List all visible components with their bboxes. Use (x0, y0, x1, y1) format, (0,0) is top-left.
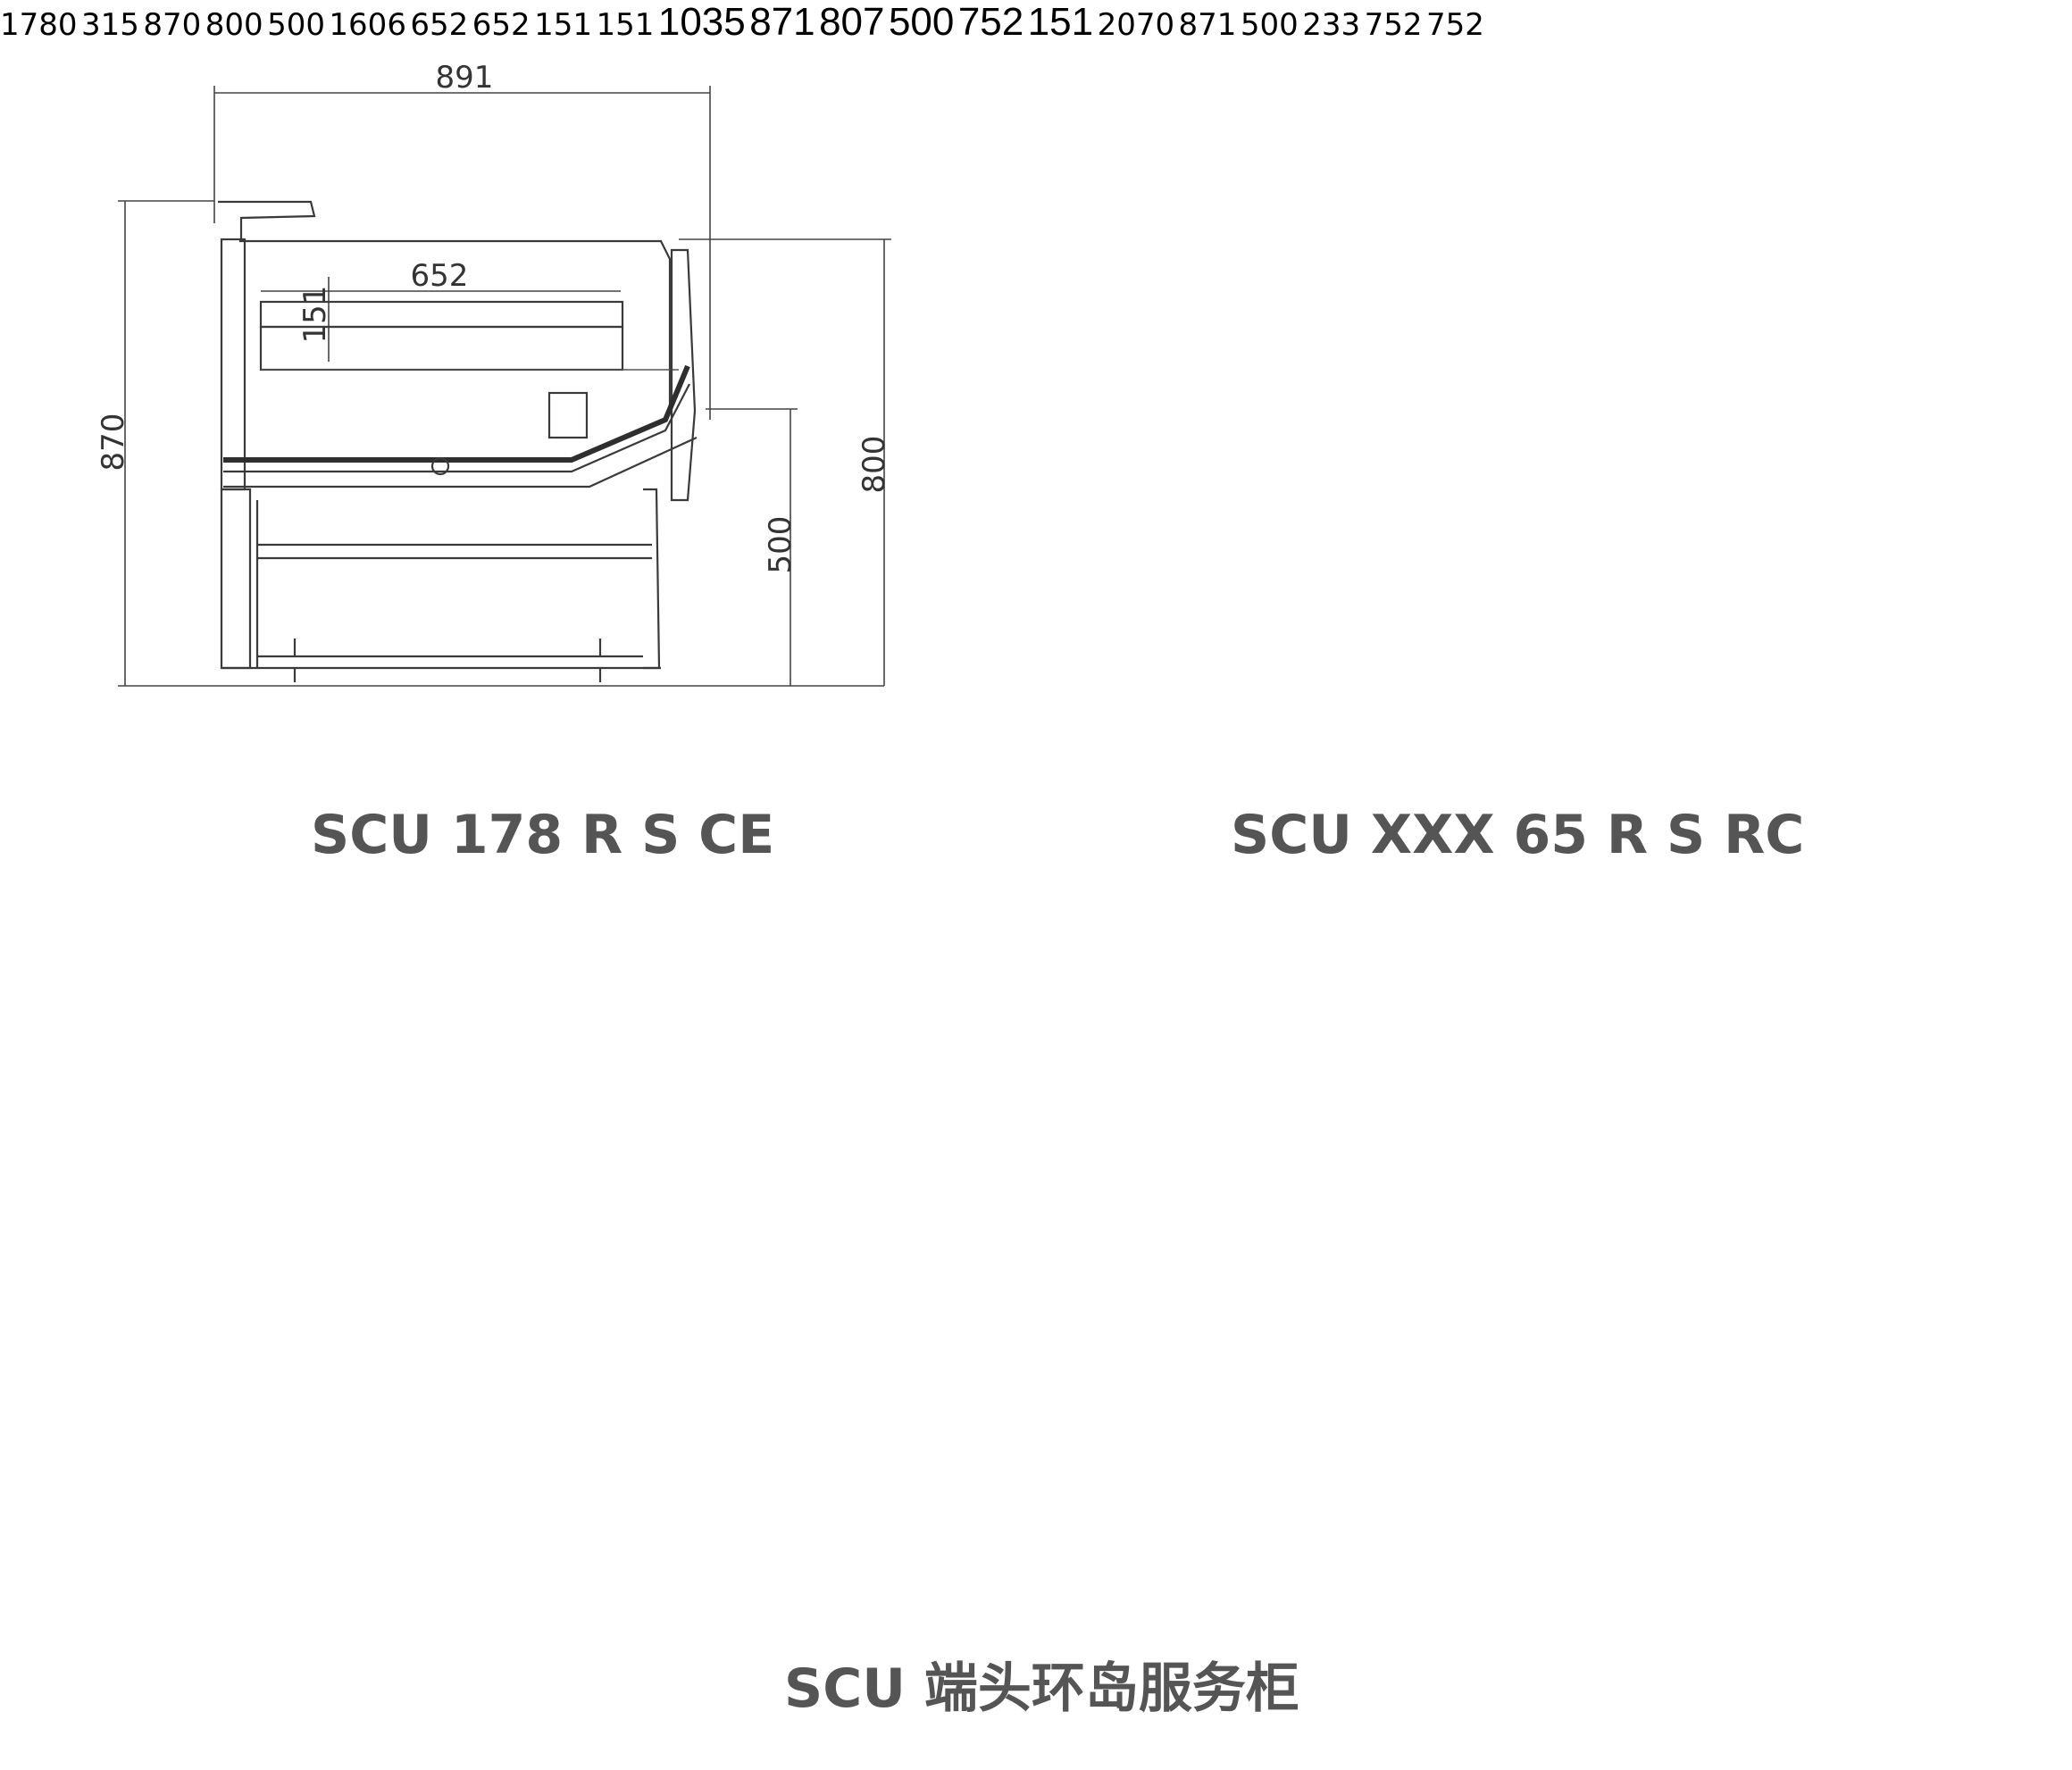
dim-label-counter: 500 (267, 7, 325, 43)
dim-label-height: 870 (96, 413, 131, 472)
dim-label-counter: 500 (1240, 7, 1299, 43)
dim-line-counter: 500 752 151 (889, 0, 1098, 44)
dim-label-glass: 800 (205, 7, 263, 43)
dim-label-height: 871 (1178, 7, 1237, 43)
page-caption: SCU 端头环岛服务柜 (784, 1657, 1299, 1720)
dim-label-counter: 500 (888, 0, 955, 44)
dim-label-base: 233 (1302, 7, 1361, 43)
dim-line-base: 233 752 752 (1302, 7, 1484, 43)
dim-line-inner-right: 752 (1426, 7, 1484, 43)
dim-label-shelf: 151 (1027, 0, 1094, 44)
dim-line-top: 315 870 800 500 1606 652 652 151 151 (81, 7, 658, 43)
dim-label-inner: 652 (411, 258, 469, 294)
dim-line-width: 1035 871 807 500 752 151 (658, 0, 1098, 44)
dim-label-inner-right: 652 (472, 7, 531, 43)
dim-label-inner-right: 752 (1425, 7, 1484, 43)
dim-line-glass: 800 500 1606 652 652 151 151 (205, 7, 658, 43)
dim-label-width: 891 (436, 60, 494, 96)
dim-label-inner-left: 652 (410, 7, 469, 43)
dim-line-width: 1780 315 870 800 500 1606 652 652 151 15… (0, 7, 658, 43)
dim-line-shelf: 151 (1028, 0, 1098, 44)
dim-line-height: 871 500 233 752 752 (1179, 7, 1484, 43)
dim-label-width: 1035 (657, 0, 746, 44)
dim-label-shelf: 151 (297, 286, 333, 344)
dim-line-height: 870 800 500 1606 652 652 151 151 (143, 7, 658, 43)
dim-label-shelf-right: 151 (596, 7, 655, 43)
diagram-title-scu-xxx-65-r-s-rc: SCU XXX 65 R S RC (1231, 804, 1805, 866)
dim-label-shelf-left: 151 (534, 7, 593, 43)
dim-label-inner: 752 (957, 0, 1024, 44)
dim-line-shelf-left: 151 151 (534, 7, 658, 43)
diagram-scu-178-r-s-ce: 891 870 800 500 652 151 (96, 60, 892, 687)
dim-label-glass: 807 (819, 0, 885, 44)
dim-label-glass: 800 (856, 436, 892, 494)
dim-line-counter: 500 1606 652 652 151 151 (267, 7, 658, 43)
dim-label-height: 870 (143, 7, 202, 43)
dim-line-counter: 500 233 752 752 (1241, 7, 1484, 43)
dim-line-inner-right: 652 151 151 (472, 7, 658, 43)
dim-line-height: 871 807 500 752 151 (749, 0, 1098, 44)
dim-line-glass: 807 500 752 151 (819, 0, 1098, 44)
cabinet-outline (218, 200, 698, 682)
dim-line-base: 1606 652 652 151 151 (329, 7, 658, 43)
dim-label-counter: 500 (763, 516, 798, 574)
dim-line-width: 2070 871 500 233 752 752 (1098, 7, 1484, 43)
dim-label-top: 315 (80, 7, 139, 43)
dim-line-inner-left: 652 652 151 151 (410, 7, 658, 43)
dim-line-shelf-right: 151 (596, 7, 657, 43)
dim-label-base: 1606 (329, 7, 406, 43)
dim-label-width: 2070 (1097, 7, 1175, 43)
dim-label-inner-left: 752 (1364, 7, 1423, 43)
diagram-scu-xxx-65-r-s-rc: 1780 315 870 800 500 1606 652 652 151 15… (0, 7, 658, 43)
dim-label-width: 1780 (0, 7, 78, 43)
dim-line-inner: 752 151 (958, 0, 1098, 44)
diagram-end-island-2070: 2070 871 500 233 752 752 (1098, 7, 1484, 43)
diagram-end-island-1035: 1035 871 807 500 752 151 (658, 0, 1098, 44)
dim-line-inner-left: 752 752 (1365, 7, 1484, 43)
diagram-title-scu-178-r-s-ce: SCU 178 R S CE (311, 804, 775, 866)
dim-label-height: 871 (749, 0, 815, 44)
